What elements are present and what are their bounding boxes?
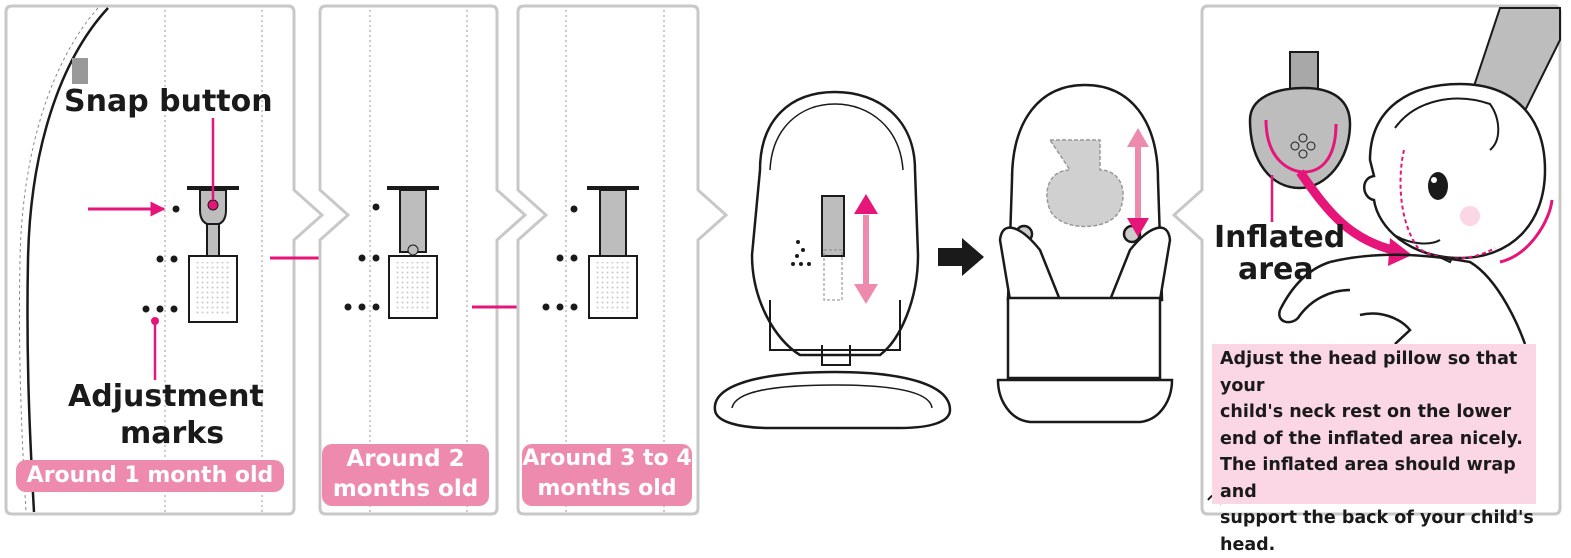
instruction-line-3: end of the inflated area nicely. [1220, 426, 1536, 453]
inflated-area-label-line1: Inflated [1214, 220, 1345, 255]
instruction-line-6: head. [1220, 532, 1536, 558]
panel-month-3-4 [518, 6, 726, 514]
badge-month-2-line1: Around 2 [322, 444, 489, 474]
badge-month-2: Around 2 months old [322, 444, 489, 506]
bouncer-front-view [998, 85, 1172, 422]
badge-month-2-line2: months old [322, 474, 489, 504]
badge-month-3-4-line2: months old [522, 474, 692, 504]
adjustment-marks-label-line1: Adjustment [68, 379, 264, 414]
bouncer-back-view [715, 92, 950, 428]
instruction-line-2: child's neck rest on the lower [1220, 399, 1536, 426]
instruction-note: Adjust the head pillow so that your chil… [1212, 344, 1536, 504]
instruction-line-1: Adjust the head pillow so that your [1220, 346, 1536, 399]
badge-month-3-4-line1: Around 3 to 4 [522, 444, 692, 474]
instruction-line-5: support the back of your child's [1220, 505, 1536, 532]
instruction-line-4: The inflated area should wrap and [1220, 452, 1536, 505]
badge-month-3-4: Around 3 to 4 months old [522, 444, 692, 506]
panel-month-2 [320, 6, 538, 514]
next-step-arrow [938, 238, 984, 276]
badge-month-1: Around 1 month old [16, 460, 284, 492]
adjustment-marks-label-line2: marks [120, 416, 224, 451]
snap-button-label: Snap button [64, 84, 273, 119]
inflated-area-label-line2: area [1238, 252, 1314, 287]
